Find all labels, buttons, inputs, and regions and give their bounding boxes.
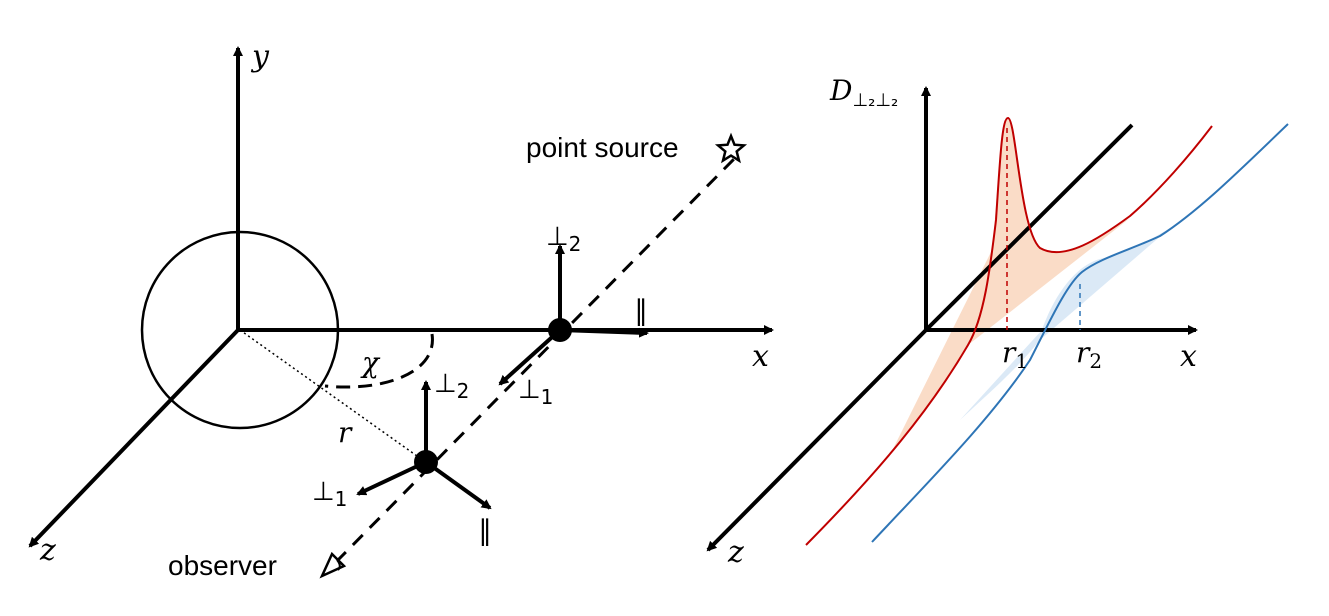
r2-label: r2 xyxy=(1076,336,1102,373)
angle-arc xyxy=(324,333,434,389)
z-axis-label: z xyxy=(39,533,56,568)
right-y-axis-label: D⊥₂⊥₂ xyxy=(829,74,898,111)
right-x-axis-label: x xyxy=(1180,339,1197,374)
right-diagram: D⊥₂⊥₂ x z r1 r2 xyxy=(706,74,1289,570)
curve-1 xyxy=(805,116,1213,546)
distance-line xyxy=(239,329,425,462)
eye-icon xyxy=(319,551,347,579)
angle-label: χ xyxy=(360,346,381,379)
x-axis-label: x xyxy=(752,339,769,374)
near-frame: ⊥2 ⊥1 ∥ xyxy=(312,369,492,547)
observer-label: observer xyxy=(168,550,277,581)
star-icon xyxy=(714,132,748,164)
y-axis-label: y xyxy=(250,39,270,74)
right-z-axis xyxy=(706,328,928,552)
right-z-axis-label: z xyxy=(727,535,744,570)
far-parallel-label: ∥ xyxy=(634,294,648,327)
distance-label: r xyxy=(338,416,353,449)
near-parallel-label: ∥ xyxy=(478,514,492,547)
far-frame: ⊥2 ∥ ⊥1 xyxy=(498,222,649,409)
z-axis xyxy=(28,328,240,548)
line-of-sight xyxy=(334,156,737,564)
left-diagram: y x z r χ point source observer ⊥2 xyxy=(28,39,774,581)
curve-1-fill xyxy=(890,118,1130,455)
r1-label: r1 xyxy=(1002,336,1028,373)
far-perp2-label: ⊥2 xyxy=(546,222,581,256)
near-perp1-label: ⊥1 xyxy=(312,477,347,511)
far-perp1-label: ⊥1 xyxy=(518,375,553,409)
curve-2 xyxy=(871,123,1289,543)
source-label: point source xyxy=(526,132,679,163)
near-perp2-label: ⊥2 xyxy=(434,369,469,403)
